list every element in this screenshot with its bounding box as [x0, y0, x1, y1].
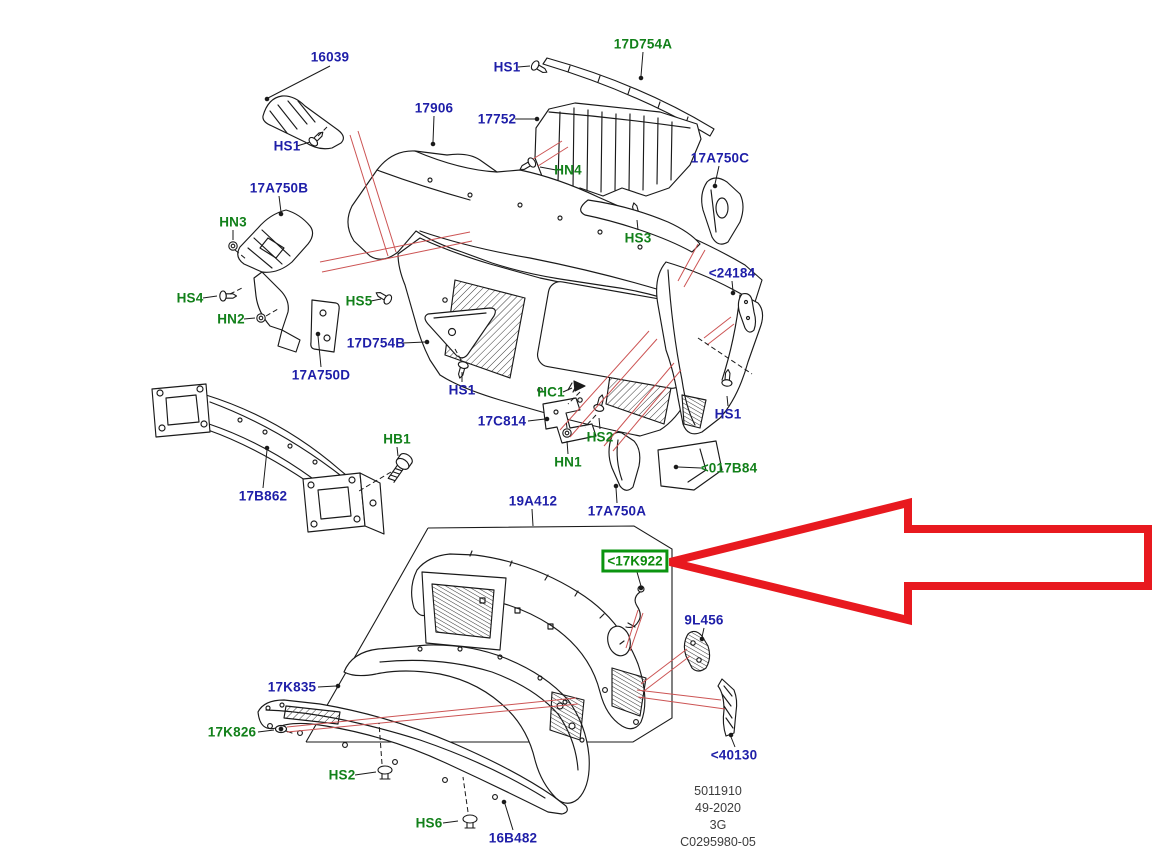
part-label-hs3[interactable]: HS3 [624, 230, 652, 246]
part-label-hb1[interactable]: HB1 [383, 431, 411, 447]
part-label-24184[interactable]: <24184 [708, 265, 756, 281]
red-leader-lines [286, 130, 735, 733]
part-label-hs2-b[interactable]: HS2 [328, 767, 356, 783]
part-label-17A750B[interactable]: 17A750B [249, 180, 309, 196]
pin-drawing-17K826 [274, 724, 293, 734]
footer-figure-code: C0295980-05 [680, 835, 756, 849]
part-label-19A412[interactable]: 19A412 [508, 493, 558, 509]
part-label-hs6[interactable]: HS6 [415, 815, 443, 831]
footer-revision-code: 3G [709, 818, 727, 832]
part-drawing-16B482 [257, 699, 568, 815]
part-drawing-17B862 [151, 383, 385, 535]
part-drawing-9L456 [683, 630, 711, 672]
dashed-assembly-lines [229, 126, 753, 813]
part-drawing-24184 [737, 293, 757, 333]
part-label-17D754A[interactable]: 17D754A [613, 36, 673, 52]
part-drawing-017B84 [657, 440, 723, 491]
part-label-17906[interactable]: 17906 [414, 100, 454, 116]
part-label-hc1[interactable]: HC1 [537, 384, 565, 400]
part-label-17752[interactable]: 17752 [477, 111, 517, 127]
part-label-16039[interactable]: 16039 [310, 49, 350, 65]
part-label-40130[interactable]: <40130 [710, 747, 758, 763]
part-label-hn2[interactable]: HN2 [217, 311, 245, 327]
part-label-hs4[interactable]: HS4 [176, 290, 204, 306]
part-label-hs1-b[interactable]: HS1 [493, 59, 521, 75]
figure-footer: 5011910 49-2020 3G C0295980-05 [680, 783, 756, 850]
part-label-hs1-c[interactable]: HS1 [448, 382, 476, 398]
part-label-17A750D[interactable]: 17A750D [291, 367, 351, 383]
label-leader-lines [202, 51, 736, 831]
grommet-drawing-17K922 [625, 585, 645, 629]
part-drawing-valance-19A412 [411, 550, 647, 730]
part-label-hs2-a[interactable]: HS2 [586, 429, 614, 445]
part-label-17A750A[interactable]: 17A750A [587, 503, 647, 519]
part-drawing-17A750A [608, 431, 641, 491]
part-drawing-17A750D [310, 299, 340, 353]
part-drawing-17A750C [701, 177, 744, 245]
part-label-17K835[interactable]: 17K835 [267, 679, 317, 695]
part-label-hs1-a[interactable]: HS1 [273, 138, 301, 154]
part-label-hs5[interactable]: HS5 [345, 293, 373, 309]
part-label-17D754B[interactable]: 17D754B [346, 335, 406, 351]
part-drawing-17C814 [542, 397, 597, 444]
highlighted-part-label-17K922[interactable]: <17K922 [601, 549, 669, 573]
part-drawing-side-panel [656, 261, 764, 435]
part-label-9L456[interactable]: 9L456 [684, 612, 724, 628]
highlight-arrow [669, 497, 1152, 626]
part-label-17K826[interactable]: 17K826 [207, 724, 257, 740]
part-drawing-17D754A [542, 57, 715, 137]
part-label-17C814[interactable]: 17C814 [477, 413, 527, 429]
part-label-hs1-d[interactable]: HS1 [714, 406, 742, 422]
part-drawing-bumper-face [397, 237, 704, 437]
part-label-hn1[interactable]: HN1 [554, 454, 582, 470]
footer-date-code: 49-2020 [695, 801, 741, 815]
part-label-hn4[interactable]: HN4 [554, 162, 582, 178]
part-label-17A750C[interactable]: 17A750C [690, 150, 750, 166]
part-drawing-17A750B [237, 209, 314, 353]
part-label-16B482[interactable]: 16B482 [488, 830, 538, 846]
part-label-hn3[interactable]: HN3 [219, 214, 247, 230]
bolt-drawing-HB1 [387, 452, 413, 483]
part-drawing-17D754B [424, 307, 496, 359]
part-drawing-40130 [717, 678, 738, 737]
part-label-17B862[interactable]: 17B862 [238, 488, 288, 504]
footer-publication-number: 5011910 [694, 784, 742, 798]
part-drawing-16039 [262, 95, 344, 150]
part-drawing-17752 [534, 102, 702, 197]
clip-drawing-HC1 [567, 380, 586, 393]
part-label-017B84[interactable]: <017B84 [700, 460, 758, 476]
